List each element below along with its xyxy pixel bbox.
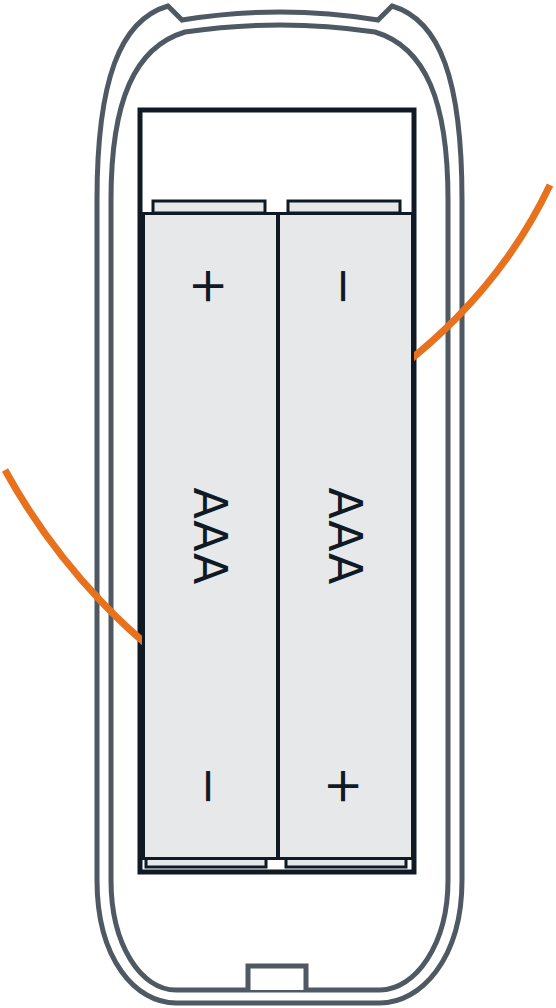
battery-label: + [280,762,411,810]
polarity-text: + [187,266,235,306]
remote-housing-inner [111,25,448,990]
polarity-text: − [187,766,235,806]
polarity-text: + [322,766,370,806]
battery-label: − [280,262,411,310]
remote-housing-outer [97,6,462,1003]
polarity-text: AAA [188,488,234,585]
battery-label: + [145,262,276,310]
bottom-notch [248,966,306,990]
battery-compartment [140,110,414,872]
polarity-text: − [322,266,370,306]
polarity-text: AAA [323,488,369,585]
battery-label: − [145,762,276,810]
battery: + AAA − [142,212,279,860]
battery-label: AAA [145,513,276,559]
battery: − AAA + [277,212,414,860]
battery-label: AAA [280,513,411,559]
